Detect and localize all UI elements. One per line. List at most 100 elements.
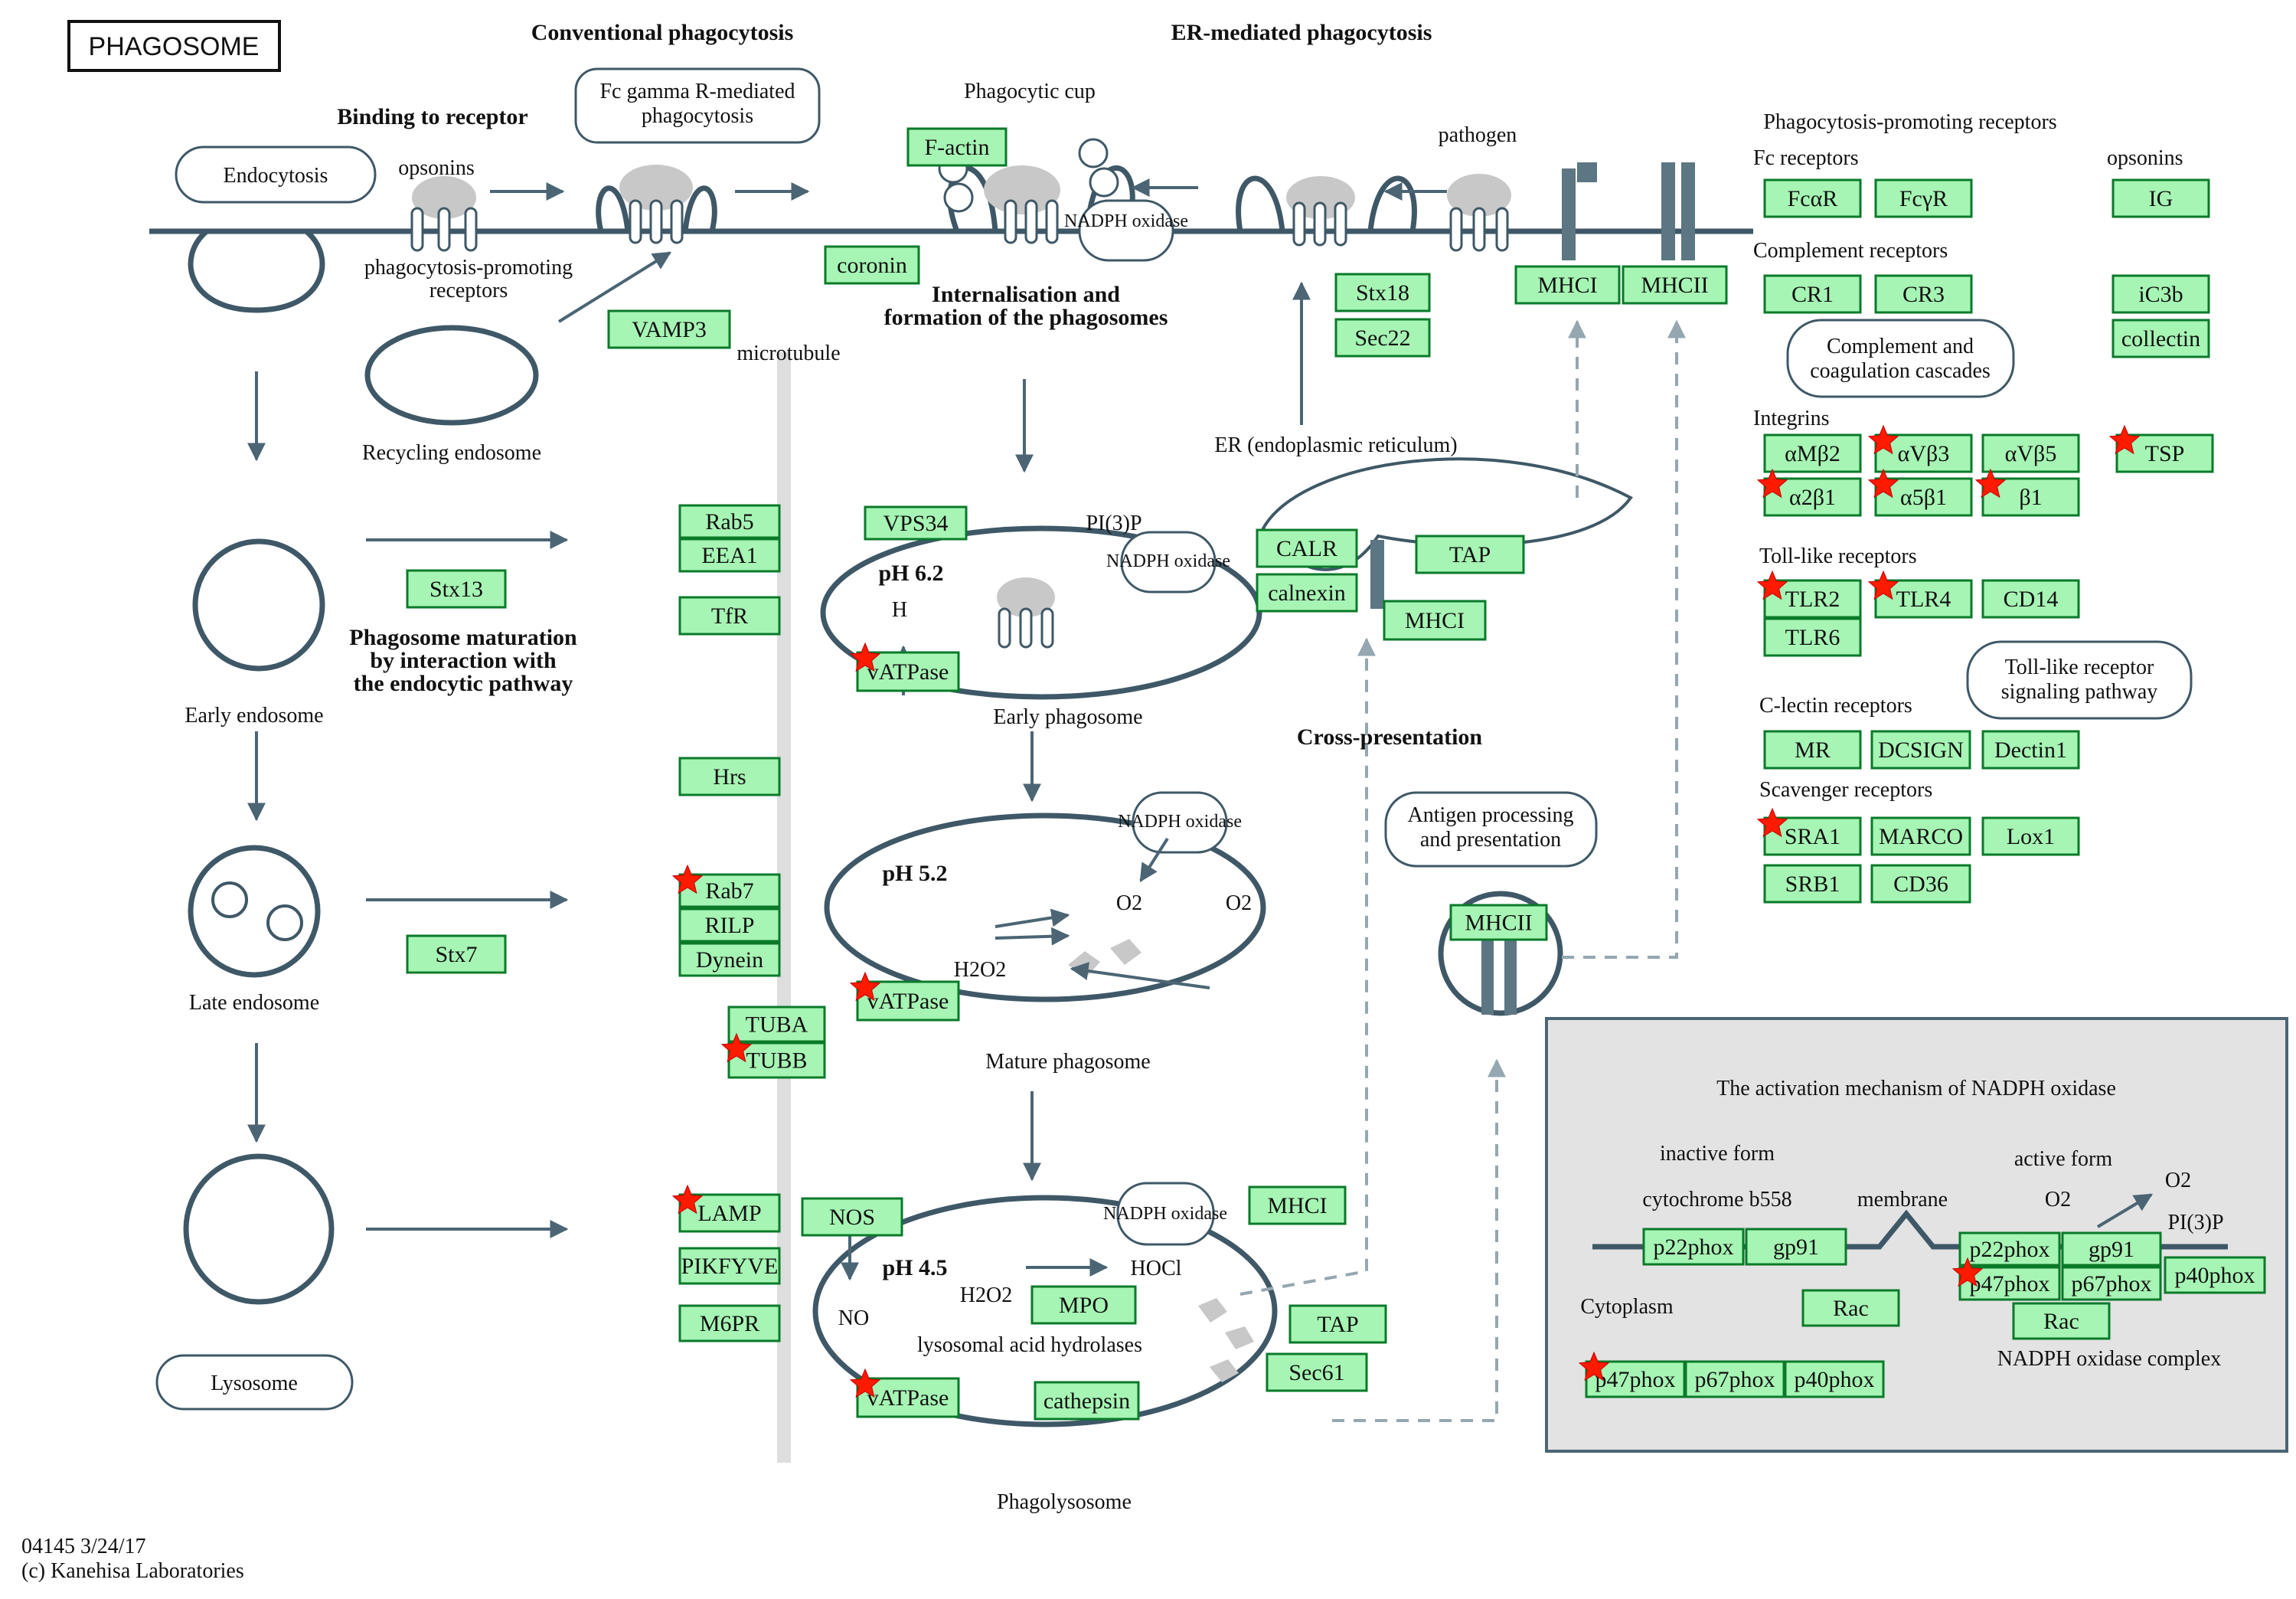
gene-box[interactable]: β1: [1974, 468, 2080, 517]
gene-box[interactable]: calnexin: [1256, 573, 1358, 613]
gene-box[interactable]: p67phox: [1684, 1360, 1785, 1398]
gene-box[interactable]: vATPase: [849, 642, 960, 692]
gene-label: β1: [2019, 485, 2042, 510]
gene-box[interactable]: vATPase: [849, 1368, 960, 1418]
mature-phagosome-label: Mature phagosome: [985, 1050, 1150, 1074]
tlr-signaling-pill[interactable]: Toll-like receptor signaling pathway: [1966, 640, 2193, 720]
fc-gamma-pill[interactable]: Fc gamma R-mediated phagocytosis: [574, 67, 821, 144]
header-internalisation-1: Internalisation and: [932, 282, 1120, 307]
gene-box[interactable]: Stx7: [406, 934, 507, 974]
gene-box[interactable]: p22phox: [1958, 1231, 2061, 1267]
gene-box[interactable]: TSP: [2108, 424, 2214, 473]
gene-box[interactable]: CD36: [1870, 864, 1971, 904]
gene-box[interactable]: TLR6: [1763, 617, 1862, 657]
gene-box[interactable]: IG: [2111, 178, 2210, 218]
gene-box[interactable]: CR3: [1874, 274, 1973, 314]
gene-box-rect: [2061, 1231, 2162, 1267]
gene-box[interactable]: MPO: [1030, 1285, 1137, 1325]
gene-box[interactable]: iC3b: [2111, 274, 2210, 314]
gene-box[interactable]: Dynein: [678, 942, 781, 977]
gene-box[interactable]: Lox1: [1981, 816, 2080, 856]
gene-box-rect: [1981, 433, 2080, 473]
gene-box[interactable]: p67phox: [2061, 1266, 2162, 1301]
gene-box[interactable]: αVβ5: [1981, 433, 2080, 473]
gene-box[interactable]: EEA1: [678, 538, 781, 573]
gene-box[interactable]: vATPase: [849, 971, 960, 1022]
gene-box[interactable]: αVβ3: [1867, 424, 1973, 473]
gene-box[interactable]: gp91: [2061, 1231, 2162, 1267]
gene-box[interactable]: p47phox: [1951, 1257, 2061, 1301]
antigen-processing-pill[interactable]: Antigen processing and presentation: [1384, 791, 1598, 868]
gene-box[interactable]: cathepsin: [1034, 1381, 1140, 1421]
gene-box[interactable]: Rab5: [678, 504, 781, 539]
gene-box[interactable]: LAMP: [671, 1184, 781, 1233]
gene-label: TLR6: [1785, 625, 1840, 650]
gene-box[interactable]: MHCII: [1449, 904, 1548, 941]
gene-box[interactable]: VAMP3: [607, 309, 731, 349]
gene-box[interactable]: TAP: [1288, 1304, 1387, 1344]
gene-box-rect: [1622, 265, 1728, 305]
gene-box[interactable]: Stx13: [406, 569, 507, 609]
gene-box[interactable]: p40phox: [2164, 1256, 2266, 1294]
gene-box[interactable]: MHCII: [1622, 265, 1728, 305]
gene-box-rect: [1981, 730, 2080, 770]
endocytosis-pill[interactable]: Endocytosis: [175, 146, 377, 204]
svg-text:Early endosome: Early endosome: [185, 704, 323, 728]
gene-box[interactable]: SRB1: [1763, 864, 1862, 904]
gene-box[interactable]: DCSIGN: [1870, 730, 1971, 770]
gene-box-rect: [678, 596, 781, 636]
gene-box[interactable]: MHCI: [1514, 265, 1621, 305]
gene-label: cathepsin: [1043, 1388, 1130, 1414]
gene-box[interactable]: αMβ2: [1763, 433, 1862, 473]
gene-box[interactable]: TUBB: [720, 1032, 826, 1079]
gene-box[interactable]: TAP: [1415, 535, 1525, 574]
gene-box[interactable]: Rac: [1801, 1289, 1900, 1327]
gene-box[interactable]: coronin: [824, 245, 920, 285]
gene-box[interactable]: collectin: [2111, 319, 2210, 358]
gene-box[interactable]: α2β1: [1756, 468, 1862, 517]
gene-box[interactable]: Stx18: [1334, 273, 1431, 312]
lysosome-pill[interactable]: Lysosome: [155, 1354, 354, 1411]
gene-box[interactable]: gp91: [1745, 1228, 1847, 1266]
gene-box[interactable]: p47phox: [1578, 1351, 1686, 1398]
gene-box[interactable]: Sec22: [1334, 318, 1431, 358]
gene-box[interactable]: MR: [1763, 730, 1862, 770]
complement-cascade-pill[interactable]: Complement and coagulation cascades: [1786, 319, 2015, 398]
gene-box-rect: [1034, 1381, 1140, 1421]
gene-box[interactable]: TfR: [678, 596, 781, 636]
gene-box[interactable]: p40phox: [1784, 1360, 1885, 1398]
gene-box-rect: [1958, 1266, 2061, 1301]
gene-box[interactable]: SRA1: [1756, 807, 1862, 856]
gene-box[interactable]: TUBA: [727, 1006, 826, 1043]
gene-box[interactable]: TLR4: [1867, 570, 1973, 619]
gene-box[interactable]: Dectin1: [1981, 730, 2080, 770]
gene-box-rect: [678, 942, 781, 977]
gene-box[interactable]: CR1: [1763, 274, 1862, 314]
gene-box[interactable]: FcγR: [1874, 178, 1973, 218]
gene-box[interactable]: PIKFYVE: [678, 1247, 781, 1285]
svg-text:Recycling endosome: Recycling endosome: [362, 441, 541, 465]
star-icon: [671, 1184, 704, 1215]
gene-box[interactable]: Rac: [2012, 1302, 2111, 1340]
gene-box[interactable]: p22phox: [1642, 1228, 1745, 1266]
svg-text:coagulation cascades: coagulation cascades: [1810, 359, 1991, 383]
gene-box[interactable]: CD14: [1981, 579, 2080, 619]
gene-box[interactable]: FcαR: [1763, 178, 1862, 218]
gene-box[interactable]: TLR2: [1756, 570, 1862, 619]
gene-box[interactable]: F-actin: [906, 127, 1008, 167]
gene-box[interactable]: MHCI: [1383, 600, 1487, 641]
gene-box[interactable]: CALR: [1256, 528, 1358, 568]
gene-box[interactable]: Sec61: [1266, 1352, 1368, 1392]
gene-box[interactable]: Hrs: [678, 757, 781, 796]
gene-box[interactable]: MHCI: [1248, 1185, 1347, 1225]
ph62-label: pH 6.2: [878, 561, 943, 586]
gene-box[interactable]: Rab7: [671, 864, 781, 908]
gene-box[interactable]: α5β1: [1867, 468, 1973, 517]
gene-box[interactable]: NOS: [801, 1197, 903, 1237]
gene-box-rect: [1763, 433, 1862, 473]
gene-box[interactable]: RILP: [678, 907, 781, 943]
gene-box[interactable]: VPS34: [864, 505, 968, 541]
gene-box[interactable]: M6PR: [678, 1304, 781, 1342]
gene-box[interactable]: MARCO: [1870, 816, 1971, 856]
nadph-inactive: inactive form: [1660, 1142, 1775, 1166]
